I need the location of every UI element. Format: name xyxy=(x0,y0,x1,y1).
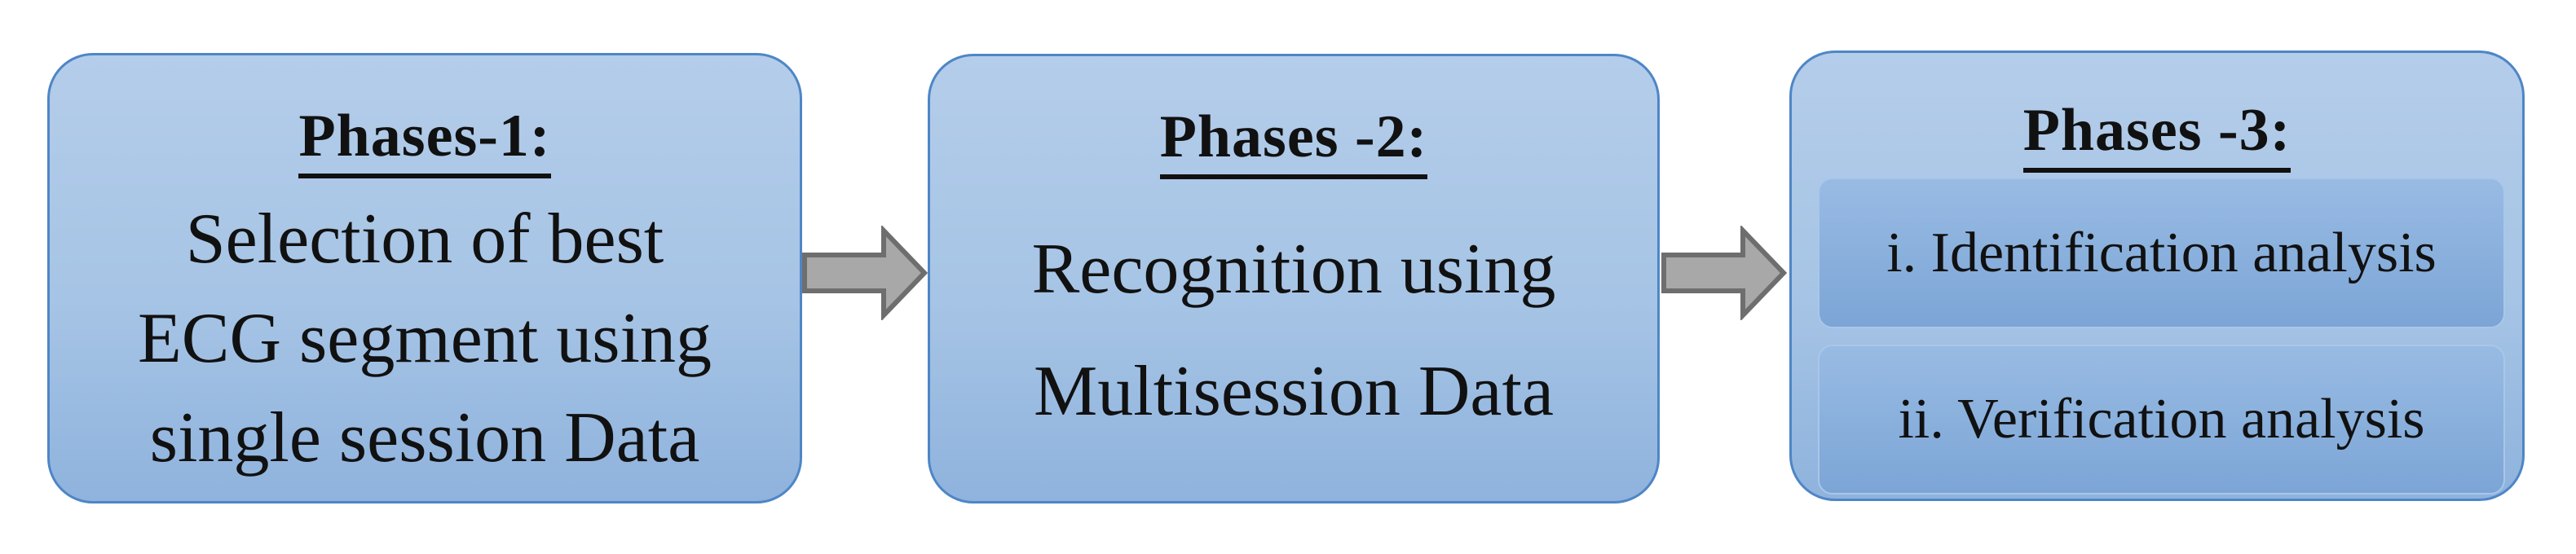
phase-2-box: Phases -2: Recognition using Multisessio… xyxy=(928,54,1660,503)
phase-2-line: Multisession Data xyxy=(1034,352,1554,431)
phase-3-box: Phases -3: i. Identification analysis ii… xyxy=(1789,51,2525,501)
phase-1-line: ECG segment using xyxy=(138,299,712,378)
phase-1-box: Phases-1: Selection of best ECG segment … xyxy=(47,53,802,503)
arrow-right-icon xyxy=(802,226,929,320)
phase-2-title: Phases -2: xyxy=(930,105,1657,179)
phase-1-title: Phases-1: xyxy=(50,104,800,178)
phase-2-title-text: Phases -2: xyxy=(1159,105,1428,179)
phase-2-line: Recognition using xyxy=(1031,230,1556,309)
phase-3-item-verification-label: ii. Verification analysis xyxy=(1898,388,2425,451)
phase-3-title: Phases -3: xyxy=(1792,99,2522,173)
phase-3-item-verification: ii. Verification analysis xyxy=(1818,345,2505,495)
phase-1-line: single session Data xyxy=(149,398,700,477)
phase-2-description: Recognition using Multisession Data xyxy=(930,209,1657,453)
phase-1-line: Selection of best xyxy=(185,200,664,279)
phase-1-description: Selection of best ECG segment using sing… xyxy=(50,190,800,488)
arrow-right-icon xyxy=(1661,226,1788,320)
phase-3-title-text: Phases -3: xyxy=(2022,99,2291,173)
phase-1-title-text: Phases-1: xyxy=(298,104,551,178)
phase-3-item-identification: i. Identification analysis xyxy=(1818,178,2505,328)
phase-3-item-identification-label: i. Identification analysis xyxy=(1886,221,2437,284)
